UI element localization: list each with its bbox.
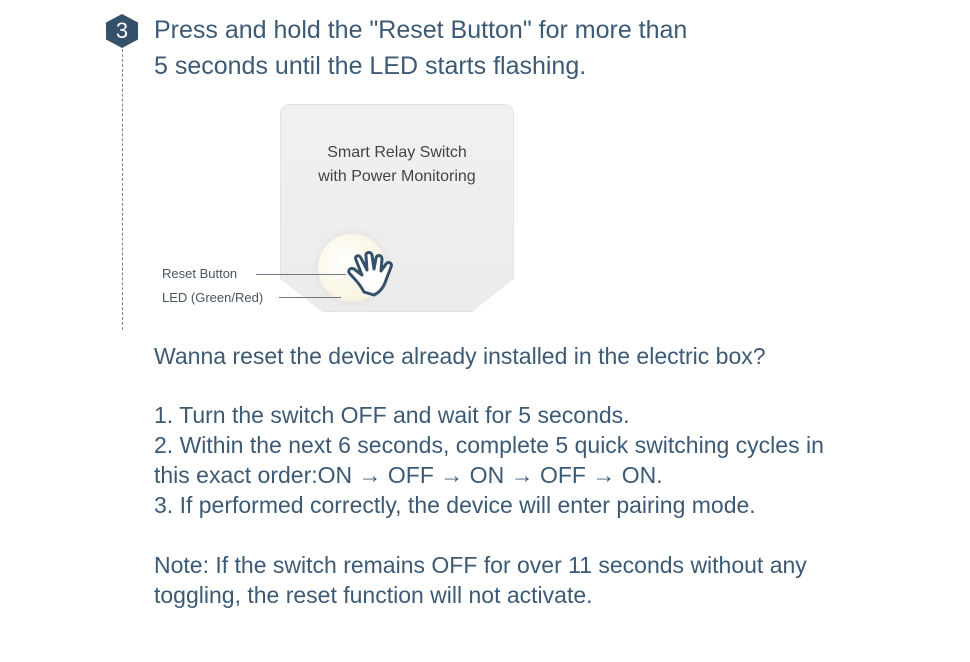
device-label-line-1: Smart Relay Switch — [327, 144, 467, 161]
led-callout-label: LED (Green/Red) — [162, 290, 264, 305]
reset-step-3: 3. If performed correctly, the device wi… — [154, 492, 756, 518]
device-label-line-2: with Power Monitoring — [318, 168, 476, 185]
reset-note-line-1: Note: If the switch remains OFF for over… — [154, 552, 807, 578]
pointing-hand-icon — [347, 251, 393, 297]
reset-steps-list: 1. Turn the switch OFF and wait for 5 se… — [154, 400, 954, 520]
reset-step-2: 2. Within the next 6 seconds, complete 5… — [154, 432, 824, 458]
step-title-line-2: 5 seconds until the LED starts flashing. — [154, 52, 587, 80]
step-number-badge: 3 — [106, 14, 138, 48]
reset-step-2-continued: this exact order:ON → OFF → ON → OFF → O… — [154, 462, 663, 488]
led-callout-line — [279, 297, 341, 298]
reset-button-callout-line — [256, 274, 346, 275]
reset-note: Note: If the switch remains OFF for over… — [154, 550, 954, 610]
step-title-line-1: Press and hold the "Reset Button" for mo… — [154, 16, 688, 44]
reset-note-line-2: toggling, the reset function will not ac… — [154, 582, 593, 608]
step-title: Press and hold the "Reset Button" for mo… — [154, 12, 774, 84]
device-label: Smart Relay Switch with Power Monitoring — [281, 141, 513, 189]
installed-device-question: Wanna reset the device already installed… — [154, 343, 766, 369]
reset-button-callout-label: Reset Button — [162, 266, 238, 281]
reset-step-1: 1. Turn the switch OFF and wait for 5 se… — [154, 402, 630, 428]
step-timeline-dashed-line — [122, 44, 123, 330]
